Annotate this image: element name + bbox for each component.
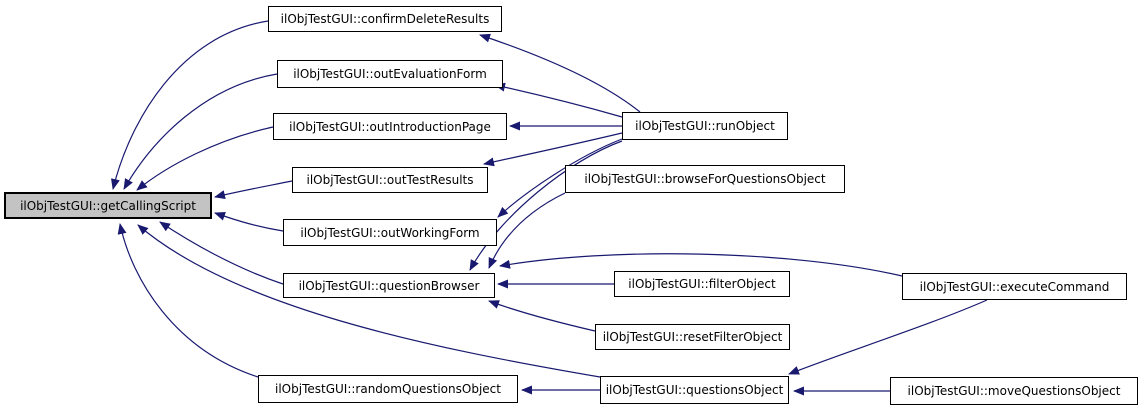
node-outTestResults[interactable]: ilObjTestGUI::outTestResults bbox=[292, 167, 488, 193]
node-executeCommand[interactable]: ilObjTestGUI::executeCommand bbox=[902, 273, 1127, 300]
edge-questionsObject-to-getCallingScript bbox=[137, 224, 601, 378]
node-label-outWorkingForm: ilObjTestGUI::outWorkingForm bbox=[300, 225, 480, 240]
node-moveQuestionsObject[interactable]: ilObjTestGUI::moveQuestionsObject bbox=[890, 377, 1138, 405]
edge-confirmDeleteResults-to-getCallingScript bbox=[111, 20, 269, 190]
node-browseForQuestionsObject[interactable]: ilObjTestGUI::browseForQuestionsObject bbox=[565, 165, 845, 193]
node-outEvaluationForm[interactable]: ilObjTestGUI::outEvaluationForm bbox=[277, 60, 503, 88]
node-label-questionBrowser: ilObjTestGUI::questionBrowser bbox=[298, 278, 480, 293]
edge-outIntroductionPage-to-getCallingScript bbox=[136, 126, 274, 191]
node-confirmDeleteResults[interactable]: ilObjTestGUI::confirmDeleteResults bbox=[268, 6, 502, 32]
node-label-outIntroductionPage: ilObjTestGUI::outIntroductionPage bbox=[289, 119, 491, 134]
node-label-browseForQuestionsObject: ilObjTestGUI::browseForQuestionsObject bbox=[584, 172, 826, 186]
node-label-moveQuestionsObject: ilObjTestGUI::moveQuestionsObject bbox=[907, 384, 1121, 398]
node-getCallingScript: ilObjTestGUI::getCallingScript bbox=[4, 192, 212, 219]
node-label-outTestResults: ilObjTestGUI::outTestResults bbox=[306, 173, 474, 187]
node-outIntroductionPage[interactable]: ilObjTestGUI::outIntroductionPage bbox=[273, 113, 507, 140]
edge-questionBrowser-to-getCallingScript bbox=[159, 221, 284, 285]
node-filterObject[interactable]: ilObjTestGUI::filterObject bbox=[614, 271, 790, 297]
edge-outWorkingForm-to-getCallingScript bbox=[214, 212, 284, 232]
node-label-executeCommand: ilObjTestGUI::executeCommand bbox=[919, 279, 1110, 294]
edge-resetFilterObject-to-questionBrowser bbox=[488, 300, 596, 332]
edge-outEvaluationForm-to-getCallingScript bbox=[123, 73, 278, 190]
edge-runObject-to-outTestResults bbox=[483, 132, 623, 167]
edge-randomQuestionsObject-to-getCallingScript bbox=[117, 223, 259, 378]
node-resetFilterObject[interactable]: ilObjTestGUI::resetFilterObject bbox=[595, 324, 790, 350]
node-label-runObject: ilObjTestGUI::runObject bbox=[635, 119, 775, 133]
node-runObject[interactable]: ilObjTestGUI::runObject bbox=[622, 112, 788, 140]
node-randomQuestionsObject[interactable]: ilObjTestGUI::randomQuestionsObject bbox=[258, 375, 518, 403]
node-outWorkingForm[interactable]: ilObjTestGUI::outWorkingForm bbox=[283, 219, 497, 246]
node-questionBrowser[interactable]: ilObjTestGUI::questionBrowser bbox=[283, 273, 495, 298]
edge-executeCommand-to-questionsObject bbox=[788, 299, 988, 375]
node-label-outEvaluationForm: ilObjTestGUI::outEvaluationForm bbox=[293, 67, 487, 81]
node-label-resetFilterObject: ilObjTestGUI::resetFilterObject bbox=[602, 330, 783, 344]
node-questionsObject[interactable]: ilObjTestGUI::questionsObject bbox=[600, 376, 789, 404]
edge-runObject-to-confirmDeleteResults bbox=[479, 33, 641, 113]
node-label-questionsObject: ilObjTestGUI::questionsObject bbox=[605, 383, 784, 397]
edge-runObject-to-questionBrowser bbox=[469, 140, 623, 271]
edge-runObject-to-outEvaluationForm bbox=[494, 82, 623, 118]
edge-runObject-to-outWorkingForm bbox=[497, 138, 623, 218]
node-label-getCallingScript: ilObjTestGUI::getCallingScript bbox=[20, 198, 196, 213]
edge-browseForQuestionsObject-to-questionBrowser bbox=[488, 192, 566, 269]
edge-executeCommand-to-questionBrowser bbox=[499, 253, 903, 277]
node-label-filterObject: ilObjTestGUI::filterObject bbox=[628, 277, 776, 291]
edge-outTestResults-to-getCallingScript bbox=[214, 180, 293, 200]
node-label-confirmDeleteResults: ilObjTestGUI::confirmDeleteResults bbox=[280, 12, 490, 26]
node-label-randomQuestionsObject: ilObjTestGUI::randomQuestionsObject bbox=[275, 382, 501, 396]
